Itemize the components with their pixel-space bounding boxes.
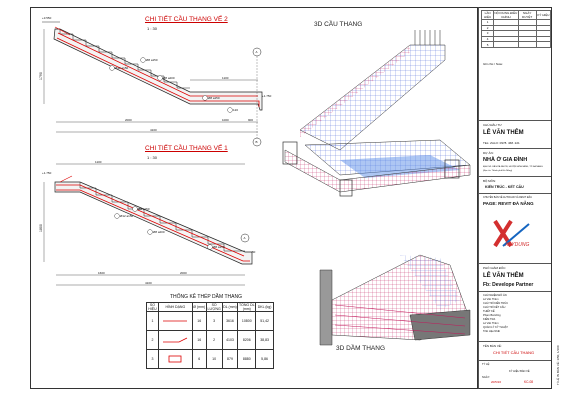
shape-stirrup xyxy=(157,349,193,369)
title-block: LẦN HIỆU NỘI DUNG ĐIỀU CHỈNH NGÀY DUYỆT … xyxy=(478,7,552,389)
table-row: 3 6 10 879 8880 5,86 xyxy=(146,349,274,369)
steel-table: SỐ HIỆU HÌNH DẠNG Ø (mm) SỐ LƯỢNG DL (mm… xyxy=(146,302,274,369)
d1-elev-land: +1.750 xyxy=(262,94,272,98)
d1-rebar-2: Ø12 a150 xyxy=(115,66,129,70)
d2-dim-bottom: 1600 xyxy=(98,271,105,275)
d1-elev-top: +3.550 xyxy=(42,16,52,20)
footer-code: KC-08 xyxy=(524,380,534,384)
project-address-2: (Địa chỉ: Thành phố Đà Nẵng) xyxy=(483,170,513,172)
steel-th: TỔNG DL (mm) xyxy=(237,302,257,312)
info-row: Lê Văn Thêm xyxy=(483,298,499,301)
revision-table: LẦN HIỆU NỘI DUNG ĐIỀU CHỈNH NGÀY DUYỆT … xyxy=(480,10,552,48)
info-row: CHỦ NHIỆM ĐỒ ÁN xyxy=(483,294,507,297)
director-fb: Fb: Develope Partner xyxy=(483,282,534,288)
d1-axis-a: A xyxy=(255,50,258,54)
info-row: KIỂM TRA xyxy=(483,318,496,321)
info-row: Phạm Bá Hồng xyxy=(483,314,501,317)
view-3d-stair-label: 3D CẦU THANG xyxy=(314,21,363,28)
info-row: Trần Hậu Nhất xyxy=(483,330,500,333)
sheet-name: CHI TIẾT CẦU THANG xyxy=(493,350,535,355)
director-name: LÊ VĂN THÊM xyxy=(483,273,524,279)
page-name: PAGE: REVIT ĐÀ NẴNG xyxy=(483,201,534,206)
d1-dim-bottom: 2000 xyxy=(125,118,132,122)
shape-straight-bar xyxy=(157,311,193,331)
table-row: 1 16 3 3616 10800 51,42 xyxy=(146,311,274,331)
item-label: BỘ MÔN: xyxy=(483,179,497,183)
logo-text: XAYDUNG xyxy=(505,242,530,248)
page-subtitle: CHUYÊN BẢN VẼ AUTOCAD VÀ REVIT ĐẦU xyxy=(483,196,532,199)
d2-rebar-3: Ø8 a200 xyxy=(153,230,165,234)
d1-axis-b: B xyxy=(255,140,258,144)
d2-dim-total: 4100 xyxy=(145,281,152,285)
drawing-2-title: CHI TIẾT CẦU THANG VẾ 1 xyxy=(145,145,228,152)
item-name: KIẾN TRÚC - KẾT CẤU xyxy=(485,185,524,189)
owner-name: LÊ VĂN THÊM xyxy=(483,130,524,136)
project-label: DỰ ÁN: xyxy=(483,151,494,155)
steel-th: Ø (mm) xyxy=(191,302,207,312)
notes-label: Ghi chú / Note: xyxy=(483,62,504,66)
drawing-1-scale: 1 : 30 xyxy=(147,26,158,31)
view-3d-beam-label: 3D DẦM THANG xyxy=(336,345,385,352)
info-row: CHỦ TRÌ KIẾN TRÚC xyxy=(483,302,509,305)
d2-rebar-1: Ø8 a150 xyxy=(138,207,150,211)
owner-contact: TEL: ZALO: 0978. 468. 221 xyxy=(483,141,520,145)
footer-date-label: NGÀY: xyxy=(482,376,490,379)
steel-table-title: THỐNG KÊ THÉP DẦM THANG xyxy=(170,294,242,300)
drawing-sheet xyxy=(30,7,478,389)
steel-th: SỐ HIỆU xyxy=(146,302,159,312)
d1-rebar-1: Ø8 a150 xyxy=(146,58,158,62)
owner-label: CHỦ ĐẦU TƯ xyxy=(483,123,502,127)
info-row: THIẾT KẾ xyxy=(483,310,495,313)
steel-th: DL (mm) xyxy=(221,302,239,312)
d1-dim-right: 1100 xyxy=(222,76,229,80)
table-row: 2 16 2 4103 8206 38,83 xyxy=(146,330,274,350)
side-vertical-text: TỈ LỆ IN BẢN VẼ: 1/50, 1/100 xyxy=(556,345,560,385)
d1-dim-left: 1000 xyxy=(222,118,229,122)
d1-rebar-3: Ø8 a200 xyxy=(163,76,175,80)
drawing-2-scale: 1 : 30 xyxy=(147,155,158,160)
d1-thk: 120 xyxy=(233,108,239,112)
d2-elev-low: -50 xyxy=(251,250,256,254)
d1-dim-right2: 900 xyxy=(248,118,254,122)
steel-th: HÌNH DẠNG xyxy=(157,302,193,312)
d2-dim-top: 1100 xyxy=(95,160,102,164)
info-row: Lê Văn Thêm xyxy=(483,322,499,325)
sheet-label: TÊN BẢN VẼ: xyxy=(483,344,502,348)
d2-axis-a: A xyxy=(243,236,246,240)
project-address: ĐỊA CHỈ: XÃ HÒA NHƠN, HUYỆN HÒA VANG, TP… xyxy=(483,166,543,168)
d1-dim-total: 4100 xyxy=(150,128,157,132)
info-row: QUẢN LÝ KỸ THUẬT xyxy=(483,326,508,329)
d1-rebar-4: Ø8 a150 xyxy=(208,96,220,100)
drawing-1-title: CHI TIẾT CẦU THANG VẾ 2 xyxy=(145,16,228,23)
footer-left: TỶ LỆ: xyxy=(482,363,490,366)
steel-th: DKL (kg) xyxy=(255,302,274,312)
steel-th: SỐ LƯỢNG xyxy=(205,302,223,312)
d2-dim-right: 2000 xyxy=(180,271,187,275)
info-row: CHỦ TRÌ KẾT CẤU xyxy=(483,306,506,309)
footer-mid: KÝ HIỆU BẢN VẼ xyxy=(509,370,530,373)
director-label: PHÓ GIÁM ĐỐC xyxy=(483,266,506,270)
d2-rebar-4: Ø8 a150 xyxy=(213,245,225,249)
xaydung-logo-icon: XAYDUNG xyxy=(489,216,539,256)
d2-elev-mid: +1.750 xyxy=(42,171,52,175)
d2-rebar-2: Ø12 a150 xyxy=(120,214,134,218)
project-name: NHÀ Ở GIA ĐÌNH xyxy=(483,157,528,163)
shape-bent-bar xyxy=(157,330,193,350)
footer-date: 20/5/16 xyxy=(491,380,502,384)
